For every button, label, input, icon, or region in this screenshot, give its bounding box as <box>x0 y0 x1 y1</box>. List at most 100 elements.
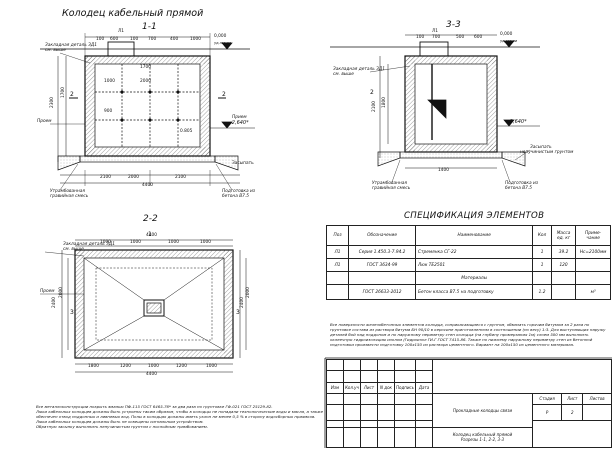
spec-cell: Материалы <box>414 271 534 285</box>
stamp-name: Колодец кабельный прямой Разрезы 1-1, 2-… <box>432 426 533 449</box>
note-line: Обратную засыпку выполнить непучинистым … <box>36 424 208 430</box>
spec-cell: 1 <box>532 258 552 272</box>
spec-col-pos: Поз <box>325 225 350 246</box>
v33-dim-top-4: 500 <box>456 35 465 40</box>
v11-compaction-sub: гравийная смесь <box>50 194 89 199</box>
note-line: Люки кабельных колодцев должны быть не о… <box>36 419 204 425</box>
v11-dim-top-5: 400 <box>170 37 179 42</box>
v11-bottom-label: Прием <box>232 115 247 120</box>
stamp-name-2: Разрезы 1-1, 2-2, 3-3 <box>460 437 505 443</box>
v11-dim-misc-3: 0.805 <box>180 129 193 134</box>
v22-embedded-sub: см. выше <box>63 247 84 252</box>
v22-dim-bottom-1: 1800 <box>88 364 99 369</box>
v11-dim-top-4: 700 <box>148 37 157 42</box>
v33-pipe-label: Л1 <box>432 29 438 34</box>
v22-dim-top-3: 1000 <box>168 240 179 245</box>
spec-cell <box>550 284 577 300</box>
v33-dim-left-2: 1800 <box>382 97 387 108</box>
note-line: обеспечен отвод поддонных и ливневых вод… <box>36 414 316 420</box>
v11-dim-top-3: 100 <box>130 37 139 42</box>
v11-section-mark-2r: 2 <box>222 91 226 98</box>
v33-dim-top-5: 600 <box>474 35 483 40</box>
v22-dim-left-2: 2000 <box>59 287 64 298</box>
spec-title: СПЕЦИФИКАЦИЯ ЭЛЕМЕНТОВ <box>404 211 545 221</box>
stamp-sheet: 2 <box>561 404 584 421</box>
v11-dim-inner-2: 2000 <box>140 79 151 84</box>
v33-level-top: 0,000 <box>500 32 513 37</box>
section-label-2-2: 2-2 <box>143 214 158 224</box>
stamp-name-1: Колодец кабельный прямой <box>452 432 513 438</box>
table-row: Л1 Серия 1.450.3-7.94.2 Стремянка СГ-22 … <box>325 245 611 259</box>
spec-cell: ГОСТ 3634-99 <box>348 258 416 272</box>
v22-opening-label: Проем <box>40 289 55 294</box>
spec-cell: Бетон класса В7.5 на подготовку <box>414 284 534 300</box>
spec-table: Поз Обозначение Наименование Кол Масса е… <box>325 225 611 300</box>
v33-compaction-sub: гравийная смесь <box>372 186 411 191</box>
v22-dim-top-4: 1000 <box>200 240 211 245</box>
v11-dim-left-2: 1700 <box>61 87 66 98</box>
v22-section-mark-3: 3 <box>70 309 74 316</box>
v11-dim-left-1: 2300 <box>50 97 55 108</box>
v11-dim-inner-1: 1700 <box>140 65 151 70</box>
v11-dim-top-6: 1000 <box>190 37 201 42</box>
v11-dim-bottom-3: 2100 <box>175 175 186 180</box>
spec-cell <box>575 258 611 272</box>
stamp-label: Кол.уч <box>343 381 361 394</box>
v11-level-top: 0,000 <box>214 34 227 39</box>
v11-embedded-sub: см. выше <box>45 48 66 53</box>
table-row: Материалы <box>325 271 611 285</box>
spec-cell: 120 <box>550 258 577 272</box>
spec-cell: Л1 <box>325 245 350 259</box>
v22-dim-bottom-total: 4400 <box>146 372 157 377</box>
spec-col-note: Приме- чание <box>575 225 611 246</box>
v11-level-top-sub: уд.земли <box>214 41 232 45</box>
spec-col-name: Наименование <box>414 225 534 246</box>
spec-cell: ГОСТ 26633-2012 <box>348 284 416 300</box>
v11-dim-top-1: 100 <box>96 37 105 42</box>
v33-dim-top-2: 700 <box>432 35 441 40</box>
stamp-label: Дата <box>415 381 433 394</box>
spec-header-row: Поз Обозначение Наименование Кол Масса е… <box>325 225 611 246</box>
v11-base-label: Подготовка из <box>222 189 256 194</box>
v33-compaction-label: Утрамбованная <box>372 181 408 186</box>
v33-base-label: Подготовка из <box>505 181 539 186</box>
v22-dim-top-2: 1000 <box>130 240 141 245</box>
spec-cell <box>550 271 577 285</box>
v11-dim-top-2: 600 <box>110 37 119 42</box>
v22-section-mark-1: 1 <box>148 231 152 238</box>
v22-section-mark-3r: 3 <box>236 309 240 316</box>
v11-dim-bottom-2: 2000 <box>128 175 139 180</box>
stamp-label: Изм <box>326 381 344 394</box>
note-line: Люки кабельных колодцев должны быть устр… <box>36 409 324 415</box>
notes-bottom: Все металлоконструкции покрыть эмалью ПФ… <box>36 404 331 429</box>
spec-col-mass: Масса ед. кг <box>550 225 577 246</box>
stamp-stage: Р <box>531 404 563 421</box>
stamp-sheets-hdr: Листов <box>582 392 612 406</box>
notes-right: Все поверхности железобетонных элементов… <box>330 322 606 348</box>
stamp-label: N док <box>377 381 395 394</box>
v33-dim-left-1: 2100 <box>372 101 377 112</box>
v11-dim-misc-1: 1000 <box>104 79 115 84</box>
v22-dim-bottom-4: 1200 <box>176 364 187 369</box>
v33-section-mark-2: 2 <box>370 89 374 96</box>
spec-cell: 39.2 <box>550 245 577 259</box>
v33-embedded-label: Закладная деталь ЗД1 <box>333 67 385 72</box>
table-row: Л1 ГОСТ 3634-99 Люк ТЕ2501 1 120 <box>325 258 611 272</box>
v33-dim-bottom: 1400 <box>438 168 449 173</box>
v33-level-bottom: -2,640* <box>508 119 527 125</box>
view-3-3-drawing <box>330 34 540 183</box>
spec-cell: Л1 <box>325 258 350 272</box>
v22-dim-right-2: 2000 <box>246 287 251 298</box>
spec-col-qty: Кол <box>532 225 552 246</box>
spec-cell <box>348 271 416 285</box>
spec-cell: 1.2 <box>532 284 552 300</box>
v22-dim-right-1: 2400 <box>240 297 245 308</box>
v11-level-bottom: -2,640* <box>230 120 249 126</box>
spec-cell: Стремянка СГ-22 <box>414 245 534 259</box>
v33-embedded-sub: см. выше <box>333 72 354 77</box>
spec-col-code: Обозначение <box>348 225 416 246</box>
stamp-label: Лист <box>360 381 378 394</box>
stamp-sheets <box>582 404 612 421</box>
spec-cell: Люк ТЕ2501 <box>414 258 534 272</box>
